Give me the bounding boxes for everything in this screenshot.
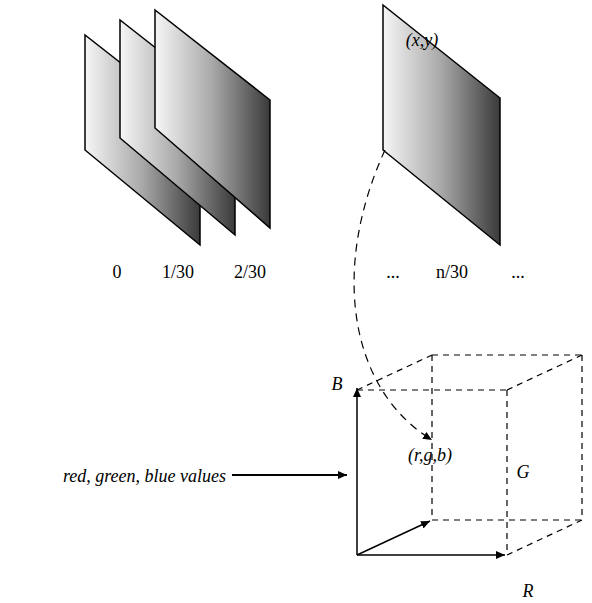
ellipsis: ...: [386, 263, 400, 281]
axis-label: B: [332, 375, 343, 393]
time-label: 0: [113, 263, 122, 281]
ellipsis: ...: [511, 263, 525, 281]
frame: [155, 10, 270, 228]
rgb-axes: [232, 388, 505, 555]
mapping-curve: [354, 150, 432, 440]
time-label: 2/30: [234, 263, 266, 281]
time-label: n/30: [436, 263, 468, 281]
color-label: (r,g,b): [408, 446, 452, 464]
axis-label: R: [523, 582, 534, 600]
time-label: 1/30: [162, 263, 194, 281]
axis-caption: red, green, blue values: [63, 467, 226, 485]
rgb-cube: [357, 355, 582, 555]
coordinate-label: (x,y): [406, 31, 438, 49]
axis-label: G: [517, 463, 530, 481]
pointer-arrow: [232, 474, 347, 476]
frame: [383, 5, 500, 245]
